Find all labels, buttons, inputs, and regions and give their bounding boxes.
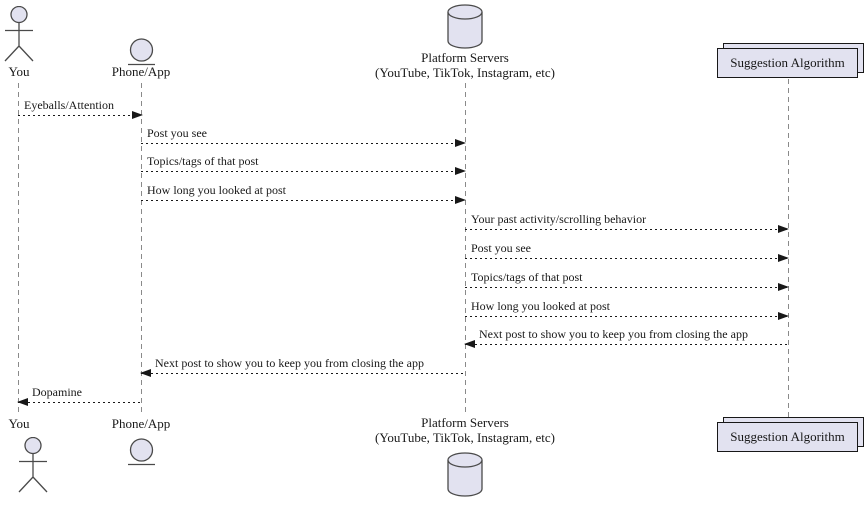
database-icon xyxy=(447,452,483,497)
participant-name: Platform Servers xyxy=(421,50,509,65)
message-label: Your past activity/scrolling behavior xyxy=(471,212,647,226)
message: Topics/tags of that post xyxy=(465,270,789,291)
message-label: Topics/tags of that post xyxy=(147,154,259,168)
message-arrow xyxy=(140,369,465,377)
participant-subtitle: (YouTube, TikTok, Instagram, etc) xyxy=(374,64,556,80)
message: How long you looked at post xyxy=(141,183,466,204)
message: Post you see xyxy=(141,126,466,147)
participant-label-phone: Phone/App xyxy=(111,64,171,79)
lifeline-algorithm xyxy=(788,79,789,417)
participant-label-platform-bottom: Platform Servers (YouTube, TikTok, Insta… xyxy=(374,415,556,445)
entity-icon xyxy=(128,438,155,466)
collections-box: Suggestion Algorithm xyxy=(717,417,865,452)
entity-icon xyxy=(128,38,155,66)
message-label: Eyeballs/Attention xyxy=(24,98,114,112)
actor-icon xyxy=(18,437,48,493)
message-arrow xyxy=(18,111,143,119)
message: Topics/tags of that post xyxy=(141,154,466,175)
message: Your past activity/scrolling behavior xyxy=(465,212,789,233)
message-arrow xyxy=(141,196,466,204)
message: Next post to show you to keep you from c… xyxy=(464,327,788,348)
message-label: Topics/tags of that post xyxy=(471,270,583,284)
message-arrow xyxy=(141,167,466,175)
participant-label-algorithm-bottom: Suggestion Algorithm xyxy=(717,422,858,452)
message: Dopamine xyxy=(17,385,142,406)
lifeline-platform xyxy=(465,83,466,416)
message-arrow xyxy=(464,340,788,348)
participant-label-you: You xyxy=(8,64,30,79)
message-label: How long you looked at post xyxy=(147,183,286,197)
participant-label-platform: Platform Servers (YouTube, TikTok, Insta… xyxy=(374,50,556,80)
message-arrow xyxy=(465,283,789,291)
participant-name: Platform Servers xyxy=(421,415,509,430)
message: Post you see xyxy=(465,241,789,262)
message-label: Next post to show you to keep you from c… xyxy=(479,327,748,341)
lifeline-phone xyxy=(141,83,142,416)
participant-label-phone-bottom: Phone/App xyxy=(111,416,171,431)
lifeline-you xyxy=(18,83,19,416)
message-label: Next post to show you to keep you from c… xyxy=(155,356,424,370)
message-label: Dopamine xyxy=(32,385,82,399)
message-label: Post you see xyxy=(471,241,531,255)
message-label: Post you see xyxy=(147,126,207,140)
message: Next post to show you to keep you from c… xyxy=(140,356,465,377)
participant-label-algorithm: Suggestion Algorithm xyxy=(717,48,858,78)
participant-label-you-bottom: You xyxy=(8,416,30,431)
message-arrow xyxy=(141,139,466,147)
message: Eyeballs/Attention xyxy=(18,98,143,119)
message-arrow xyxy=(465,254,789,262)
message: How long you looked at post xyxy=(465,299,789,320)
message-arrow xyxy=(465,225,789,233)
actor-icon xyxy=(4,6,34,62)
participant-subtitle: (YouTube, TikTok, Instagram, etc) xyxy=(374,429,556,445)
database-icon xyxy=(447,4,483,49)
message-arrow xyxy=(17,398,142,406)
collections-box: Suggestion Algorithm xyxy=(717,43,865,78)
message-arrow xyxy=(465,312,789,320)
message-label: How long you looked at post xyxy=(471,299,610,313)
